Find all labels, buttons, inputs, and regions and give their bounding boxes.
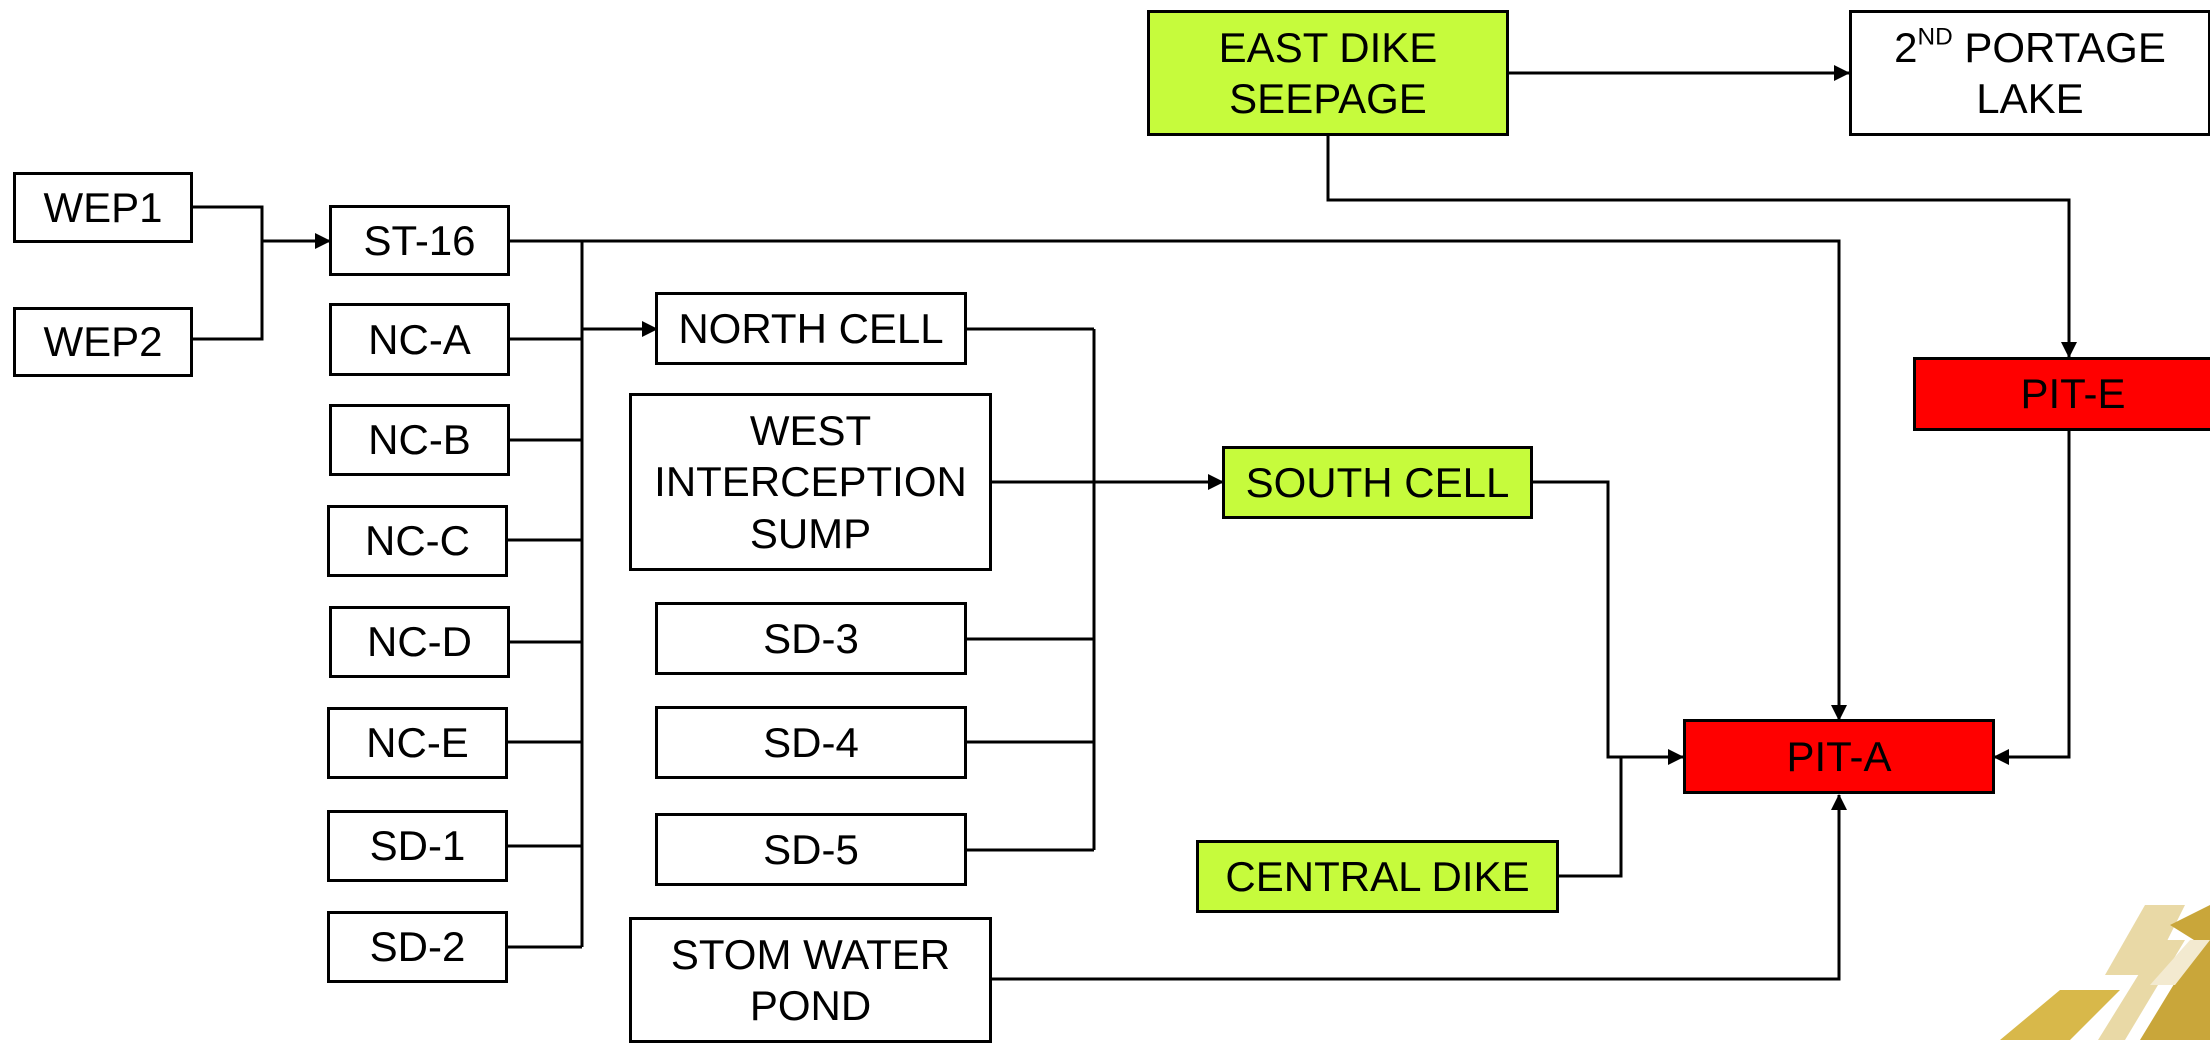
connector-storm-pond-to-pit-a xyxy=(991,794,1847,981)
node-pit-a: PIT-A xyxy=(1683,719,1995,794)
node-south-cell: SOUTH CELL xyxy=(1222,446,1533,519)
node-sd-1: SD-1 xyxy=(327,810,508,882)
portage-label-number: 2 xyxy=(1894,23,1918,71)
node-sd-4: SD-4 xyxy=(655,706,967,779)
node-sd-5: SD-5 xyxy=(655,813,967,886)
connector-east-dike-to-pit-e xyxy=(1326,135,2077,358)
connector-south-cell-to-pit-a xyxy=(1532,480,1684,765)
connector-wep1 xyxy=(192,205,264,341)
node-st-16: ST-16 xyxy=(329,205,510,276)
node-nc-e: NC-E xyxy=(327,707,508,779)
node-stom-water-pond: STOM WATER POND xyxy=(629,917,992,1043)
portage-label-line2: LAKE xyxy=(1976,75,2084,122)
node-nc-b: NC-B xyxy=(329,404,510,476)
node-sd-3: SD-3 xyxy=(655,602,967,675)
connector-pit-e-to-pit-a xyxy=(1993,431,2071,765)
node-nc-c: NC-C xyxy=(327,505,508,577)
portage-label-word: PORTAGE xyxy=(1952,23,2166,71)
node-sd-2: SD-2 xyxy=(327,911,508,983)
node-pit-e: PIT-E xyxy=(1913,357,2210,431)
node-nc-d: NC-D xyxy=(329,606,510,678)
connector-st16-to-pit-a xyxy=(510,239,1847,721)
node-east-dike-seepage: EAST DIKE SEEPAGE xyxy=(1147,10,1509,136)
node-wep2: WEP2 xyxy=(13,307,193,377)
node-west-interception-sump: WEST INTERCEPTION SUMP xyxy=(629,393,992,571)
connector-bus-to-north-cell xyxy=(580,321,658,642)
node-central-dike: CENTRAL DIKE xyxy=(1196,840,1559,913)
node-nc-a: NC-A xyxy=(329,303,510,376)
node-wep1: WEP1 xyxy=(13,172,193,243)
connector-central-dike-to-pit-a xyxy=(1559,757,1623,878)
portage-label-suffix: ND xyxy=(1917,23,1953,51)
node-north-cell: NORTH CELL xyxy=(655,292,967,365)
gold-corner-logo xyxy=(2000,905,2210,1040)
